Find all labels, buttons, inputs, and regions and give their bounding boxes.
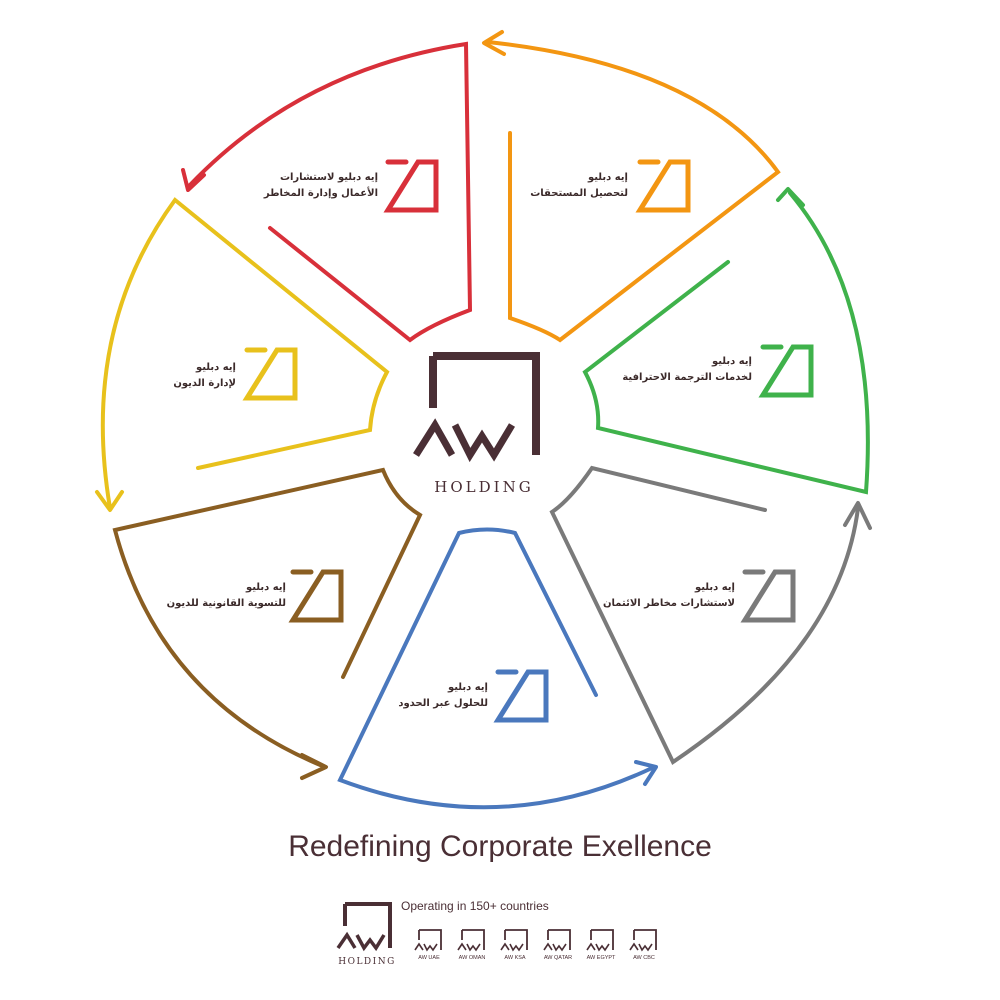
green-arrowhead [776,187,805,207]
segment-translation [582,187,870,495]
segment-label-line2: لخدمات الترجمة الاحترافية [622,372,752,383]
subsidiary-label: AW OMAN [459,955,486,961]
aw-square-icon [493,669,549,723]
footer-brand-block: HOLDING Operating in 150+ countries AW U… [336,899,657,967]
aw-square-icon [635,159,691,213]
segment-label-line1: إيه دبليو [711,356,752,367]
subsidiary-logo: AW EGYPT [586,929,616,961]
subsidiary-aw-icon [414,942,438,952]
subsidiary-square-icon [418,929,442,950]
subsidiary-square-icon [547,929,571,950]
segment-business-consulting [181,41,473,343]
segment-outline [112,467,423,769]
segment-legal-settlement [112,467,423,780]
logo-holding-text: HOLDING [434,478,533,496]
subsidiary-label: AW CBC [633,955,655,961]
gray-arrowhead [843,501,872,530]
segment-label-line2: لإدارة الديون [173,378,236,389]
segment-outline [188,41,473,343]
aw-square-icon [383,159,439,213]
subsidiary-label: AW UAE [418,955,440,961]
segment-outline [582,191,870,495]
segment-collections [482,30,781,343]
subsidiary-aw-icon [457,942,481,952]
segment-label-line1: إيه دبليو لاستشارات [280,172,378,183]
subsidiary-aw-icon [543,942,567,952]
segment-outline [486,40,781,343]
segment-label-line1: إيه دبليو [587,172,628,183]
segment-debt-management [95,197,390,512]
logo-aw-letters [413,418,516,463]
subsidiary-logo: AW OMAN [457,929,486,961]
services-wheel-diagram: إيه دبليو لاستشارات الأعمال وإدارة المخا… [95,30,872,810]
subsidiary-label: AW QATAR [544,955,572,961]
segment-label-line2: الأعمال وإدارة المخاطر [263,186,378,199]
subsidiary-square-icon [461,929,485,950]
segment-outline [337,527,654,810]
aw-holding-logo: HOLDING [413,352,540,496]
subsidiary-logos: AW UAE AW OMAN AW KSA AW QATAR AW EGYPT AW CB… [414,929,657,961]
subsidiary-logo: AW QATAR [543,929,572,961]
subsidiary-logo: AW UAE [414,929,442,961]
orange-arrowhead [482,30,506,56]
segment-cross-border [337,527,658,810]
segment-outline [549,465,860,765]
segment-label-line2: للتسوية القانونية للديون [167,598,286,609]
segment-label-line1: إيه دبليو [447,682,488,693]
blue-arrowhead [634,760,658,786]
segment-label-line2: لاستشارات مخاطر الائتمان [603,598,735,609]
footer-holding-text: HOLDING [338,957,396,967]
segment-label-line2: للحلول عبر الحدود [398,698,488,709]
segment-credit-risk [549,465,872,765]
segment-label-line2: لتحصيل المستحقات [530,188,628,199]
subsidiary-square-icon [504,929,528,950]
subsidiary-aw-icon [629,942,653,952]
subsidiary-logo: AW KSA [500,929,528,961]
subsidiary-square-icon [633,929,657,950]
subsidiary-square-icon [590,929,614,950]
segment-label-line1: إيه دبليو [694,582,735,593]
subsidiary-label: AW KSA [504,955,526,961]
aw-square-icon [758,344,814,398]
segment-label-line1: إيه دبليو [195,362,236,373]
segment-outline [100,197,390,510]
subsidiary-logo: AW CBC [629,929,657,961]
logo-square [429,352,540,455]
segment-label-line1: إيه دبليو [245,582,286,593]
subsidiary-aw-icon [500,942,524,952]
footer-aw-logo: HOLDING [336,902,396,967]
tagline: Redefining Corporate Exellence [288,830,712,863]
aw-square-icon [740,569,796,623]
footer-operating-text: Operating in 150+ countries [401,899,549,913]
aw-square-icon [242,347,298,401]
subsidiary-label: AW EGYPT [587,955,616,961]
subsidiary-aw-icon [586,942,610,952]
yellow-arrowhead [95,490,124,512]
aw-square-icon [288,569,344,623]
red-arrowhead [181,168,206,192]
brown-arrowhead [300,753,328,780]
